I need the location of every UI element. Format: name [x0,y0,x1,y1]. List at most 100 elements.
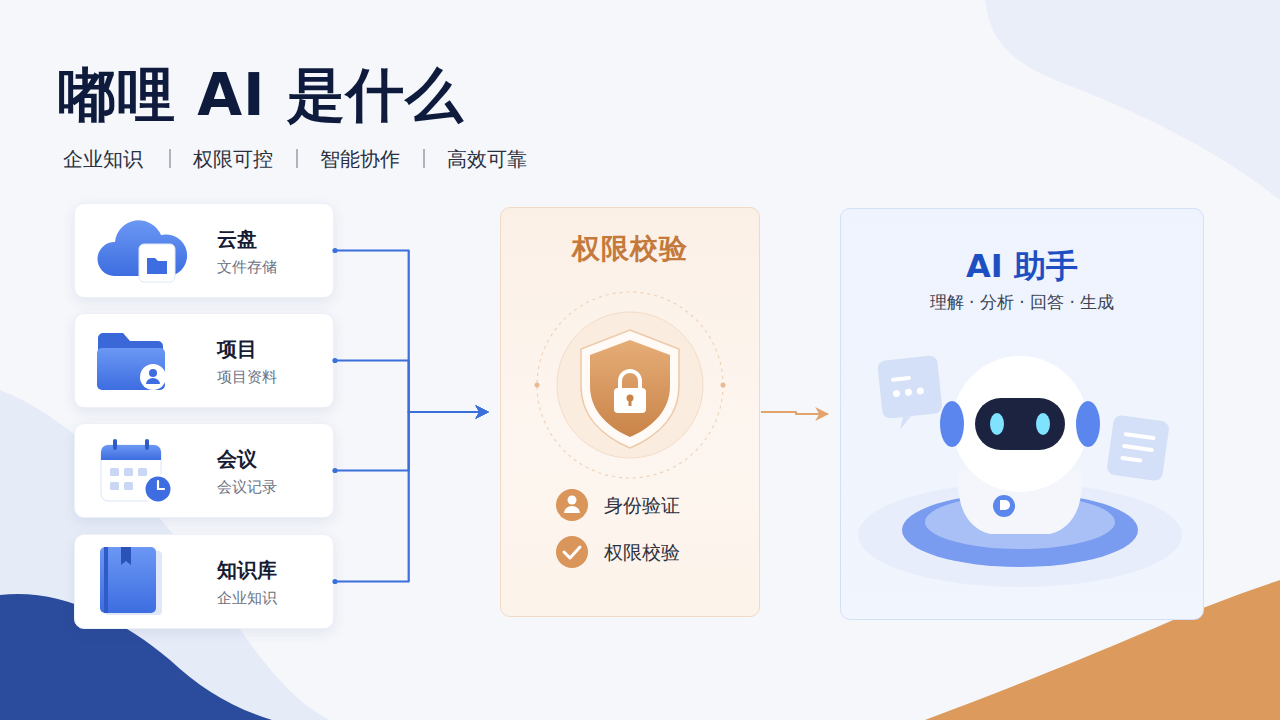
bubble-dot [893,390,901,398]
bubble-line [891,376,911,382]
user-head [568,496,577,505]
card-title: 项目 [217,339,257,359]
book-pages [104,551,162,615]
ring-dot [535,383,540,388]
lock-body [614,388,646,413]
robot-logo-mark [1000,500,1010,510]
bubble-shape [877,355,943,419]
calendar-cell [110,468,119,476]
flow-connector [332,358,488,412]
box-subtitle: 理解 · 分析 · 回答 · 生成 [841,294,1203,311]
calendar-body [101,445,161,501]
user-body [564,506,580,513]
clock-face [144,475,172,503]
check-mark [564,547,580,558]
card-title: 知识库 [217,560,277,580]
platform-glow [858,483,1182,587]
book-spine [104,547,108,613]
check-item: 权限校验 [604,543,680,562]
shield-illustration [535,292,726,478]
connector-dot [332,468,337,473]
platform-top [925,495,1115,549]
card-subtitle: 企业知识 [217,591,277,606]
lock-shackle [620,371,640,389]
identity-icon [556,489,588,521]
cloud-icon [97,220,187,282]
folder-icon [97,333,166,390]
chat-bubble [877,355,944,431]
book-cover [100,547,156,613]
robot-head [952,356,1088,492]
bubble-shape [1106,414,1170,481]
ring [537,292,723,478]
ring [557,312,703,458]
platform [902,493,1138,567]
shield-outer [581,330,679,448]
bookmark [121,547,131,565]
source-card: 知识库企业知识 [74,534,334,629]
ring-dot [721,383,726,388]
bubble-line [1124,432,1156,440]
divider [296,149,297,168]
robot-body [958,470,1082,534]
calendar-ring [113,439,117,450]
connector-line [335,412,488,582]
connector-dot [332,579,337,584]
check-item: 身份验证 [604,496,680,515]
robot-visor [975,398,1065,450]
connector-line [761,412,828,414]
calendar-cell [124,468,133,476]
icon-circle [556,536,588,568]
permission-box: 权限校验身份验证权限校验 [500,207,760,617]
user-head [149,369,157,377]
flow-connector [332,248,488,412]
card-subtitle: 会议记录 [217,480,277,495]
source-card: 云盘文件存储 [74,203,334,298]
tagline-label: 权限可控 [193,149,273,169]
divider [169,149,170,168]
keyhole [627,395,634,402]
robot-ear [1076,401,1100,447]
clock-hands [158,481,164,489]
tagline-label: 高效可靠 [447,149,527,169]
check-icon [556,536,588,568]
card-subtitle: 文件存储 [217,260,277,275]
bubble-line [1120,456,1142,463]
robot-eye [1036,413,1050,435]
page-title: 嘟哩 AI 是什么 [58,66,464,124]
robot-ear [940,401,964,447]
connector-line [335,251,488,413]
robot-eye [990,413,1004,435]
source-card: 项目项目资料 [74,313,334,408]
chat-bubble [1106,414,1170,481]
bubble-line [1122,444,1154,452]
calendar-cell [110,482,119,490]
flow-connector [761,412,828,414]
calendar-icon [101,439,172,503]
book-icon [100,547,162,615]
tagline-label: 企业知识 [63,149,143,169]
user-badge [140,364,166,390]
corner-shape [985,0,1280,200]
user-body [146,378,160,384]
connector-dot [332,358,337,363]
connector-dot [332,248,337,253]
folder-front [97,348,165,390]
box-title: AI 助手 [841,250,1203,282]
calendar-top [101,445,161,460]
bubble-dot [917,387,925,395]
card-title: 云盘 [217,229,257,249]
bubble-tail [899,416,912,429]
robot-illustration [858,355,1182,587]
doc-shape [139,244,175,282]
assistant-box: AI 助手理解 · 分析 · 回答 · 生成 [840,208,1204,620]
box-title: 权限校验 [501,235,759,263]
divider [423,149,424,168]
flow-connector [332,412,488,473]
connector-line [335,361,488,413]
calendar-cell [138,468,147,476]
bubble-dot [905,388,913,396]
folder-mini [147,258,167,274]
calendar-ring [145,439,149,450]
